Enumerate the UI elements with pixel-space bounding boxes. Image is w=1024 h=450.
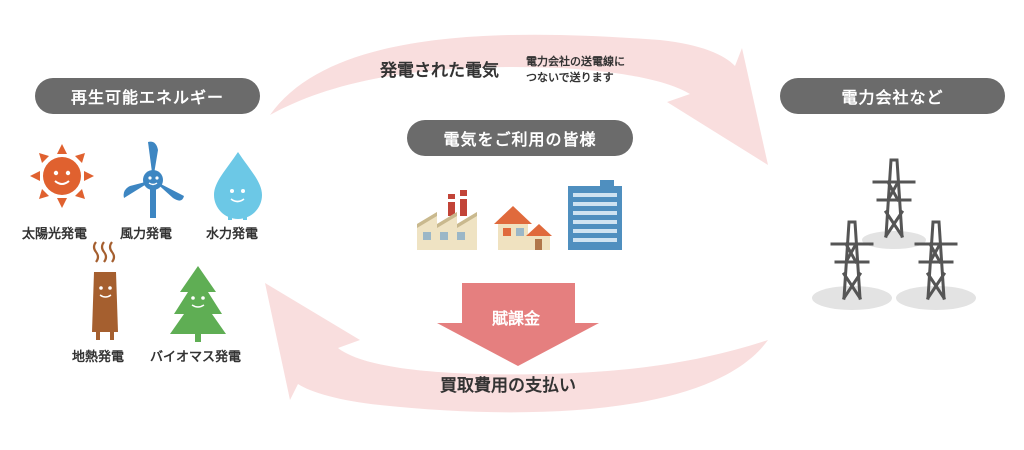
hydro-label: 水力発電 <box>206 227 259 242</box>
biomass-label: バイオマス発電 <box>150 350 242 365</box>
transmission-note-line2: つないで送ります <box>526 71 614 84</box>
water-drop-icon <box>214 152 262 220</box>
customers-header: 電気をご利用の皆様 <box>407 120 633 156</box>
geothermal-label: 地熱発電 <box>72 350 125 365</box>
top-flow-arrow <box>270 34 768 166</box>
bottom-flow-arrow <box>265 283 768 413</box>
wind-turbine-icon <box>123 141 184 218</box>
power-company-header: 電力会社など <box>780 78 1005 114</box>
renewable-energy-header: 再生可能エネルギー <box>35 78 260 114</box>
factory-icon <box>417 190 477 250</box>
solar-label: 太陽光発電 <box>22 227 88 242</box>
sun-icon <box>30 144 94 208</box>
generated-electricity-label: 発電された電気 <box>380 61 499 81</box>
transmission-note: 電力会社の送電線に つないで送ります <box>526 54 625 86</box>
wind-label: 風力発電 <box>120 227 173 242</box>
office-building-icon <box>568 180 622 250</box>
tree-icon <box>170 266 226 342</box>
levy-label: 賦課金 <box>492 309 541 328</box>
geothermal-icon <box>92 241 118 340</box>
house-icon <box>494 206 552 250</box>
levy-arrow <box>437 283 599 366</box>
transmission-note-line1: 電力会社の送電線に <box>526 55 625 68</box>
purchase-payment-label: 買取費用の支払い <box>440 376 576 396</box>
power-tower-icon <box>812 158 976 310</box>
